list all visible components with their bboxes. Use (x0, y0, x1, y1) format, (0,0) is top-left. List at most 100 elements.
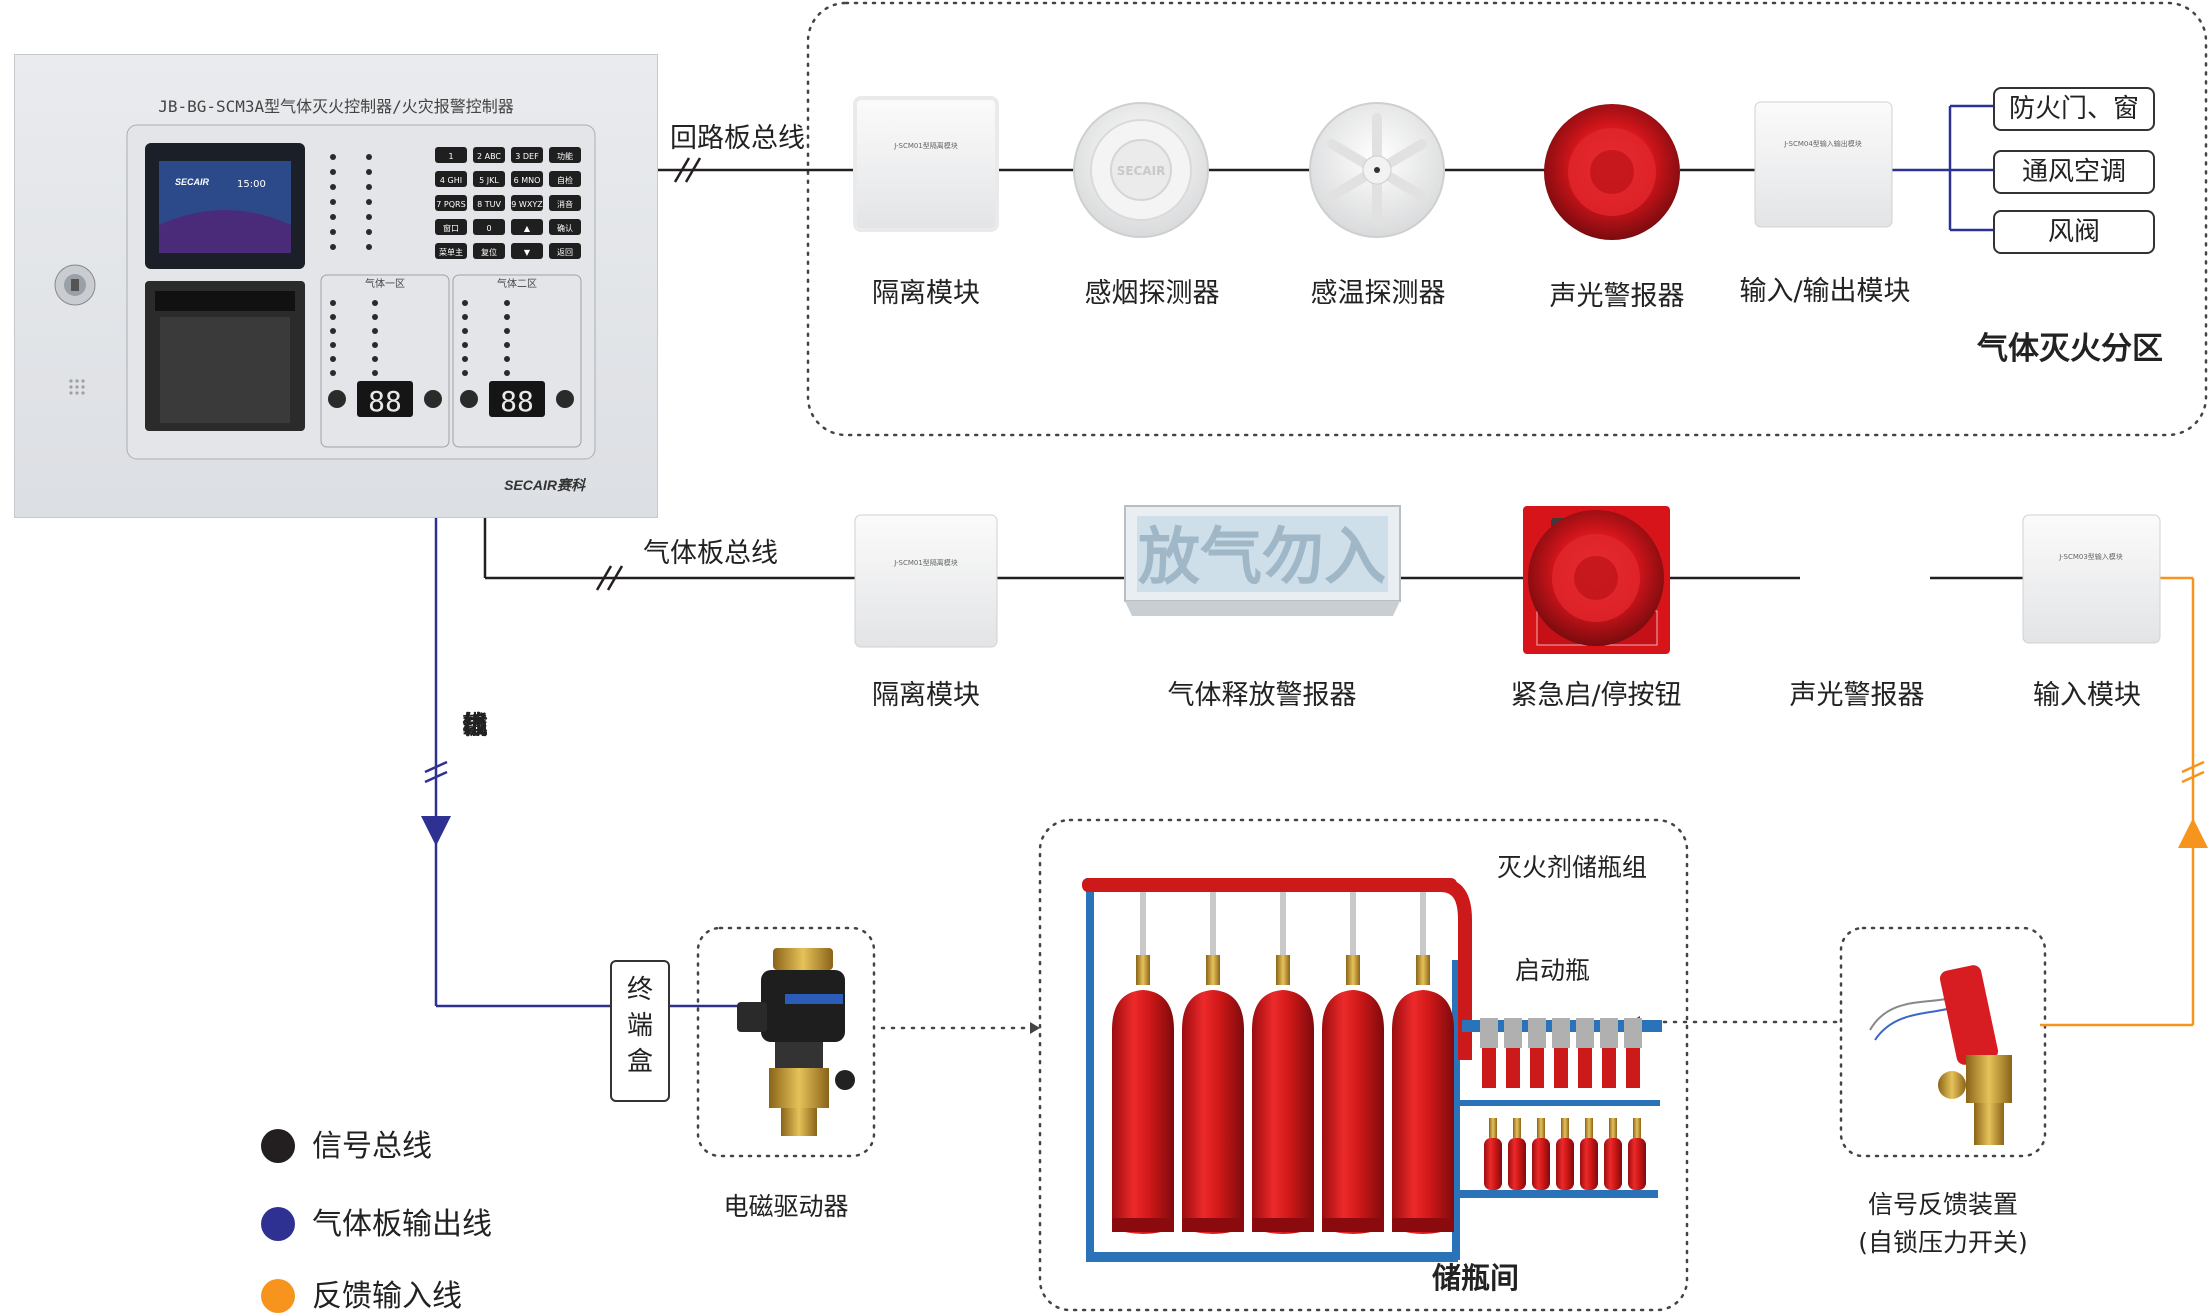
keypad-key[interactable]: 0 (473, 219, 505, 235)
keypad-key[interactable]: 1 (435, 147, 467, 163)
keypad-key-label: 9 WXYZ (511, 200, 543, 209)
indicator-led (366, 199, 372, 205)
legend-label: 气体板输出线 (312, 1207, 492, 1242)
indicator-led (366, 154, 372, 160)
isolation-module-gas: J-SCM01型隔离模块 (854, 514, 998, 648)
keypad-key[interactable]: 8 TUV (473, 195, 505, 211)
zone-led (372, 328, 378, 334)
start-bottle (1556, 1118, 1574, 1190)
zone-led (504, 342, 510, 348)
keypad-key[interactable]: ▲ (511, 219, 543, 235)
start-bottle-label: 启动瓶 (1515, 956, 1591, 985)
start-bottle (1484, 1118, 1502, 1190)
keypad-key[interactable]: 复位 (473, 243, 505, 259)
zone-led (372, 370, 378, 376)
keypad-key[interactable]: 菜单主 (435, 243, 467, 259)
gas-device-label: 输入模块 (2033, 680, 2141, 711)
feedback-label: 信号反馈装置 (1867, 1190, 2019, 1219)
keypad-key[interactable]: 消音 (549, 195, 581, 211)
indicator-led (330, 199, 336, 205)
keypad-key[interactable]: ▼ (511, 243, 543, 259)
keypad-key-label: 菜单主 (439, 247, 463, 257)
zone-led (504, 328, 510, 334)
indicator-led (330, 169, 336, 175)
keypad-key-label: ▲ (524, 224, 531, 233)
start-valve (1528, 1018, 1546, 1088)
zone-led (462, 328, 468, 334)
legend-label: 信号总线 (312, 1129, 432, 1164)
keypad-key-label: 自检 (557, 175, 573, 185)
zone-area-frame (806, 1, 2208, 437)
zone-device-label: 声光警报器 (1549, 281, 1685, 312)
smoke-detector: SECAIR (1073, 102, 1209, 238)
agent-cylinder (1322, 892, 1384, 1234)
device-text: J-SCM03型输入模块 (2058, 552, 2123, 561)
cylinder-bank (1082, 878, 1662, 1262)
keypad-key-label: 8 TUV (477, 200, 501, 209)
keypad-key[interactable]: 2 ABC (473, 147, 505, 163)
gas-release-sign: 放气勿入 (1124, 505, 1401, 616)
start-bottle (1580, 1118, 1598, 1190)
zone-led (372, 314, 378, 320)
module-label-text: J-SCM01型隔离模块 (893, 141, 958, 150)
start-valve (1504, 1018, 1522, 1088)
feedback-sublabel: (自锁压力开关) (1858, 1228, 2028, 1257)
legend-dot-gas-output (261, 1207, 295, 1241)
device-text: J-SCM01型隔离模块 (893, 558, 958, 567)
output-hvac: 通风空调 (1993, 150, 2155, 194)
indicator-led (366, 244, 372, 250)
terminal-box: 终 端 盒 (610, 960, 670, 1102)
storage-room-frame (1038, 818, 1689, 1312)
start-valve (1480, 1018, 1498, 1088)
keypad-key-label: 1 (448, 152, 453, 161)
zone-led (330, 356, 336, 362)
zone-led (462, 342, 468, 348)
keypad-key-label: 复位 (481, 247, 497, 257)
storage-room-title: 储瓶间 (1432, 1261, 1520, 1295)
zone-led (504, 370, 510, 376)
keypad-key-label: 返回 (557, 248, 573, 257)
output-damper: 风阀 (1993, 210, 2155, 254)
heat-detector (1309, 102, 1445, 238)
zone-device-label: 感烟探测器 (1084, 278, 1220, 309)
isolation-module-zone: J-SCM01型隔离模块 (853, 96, 999, 232)
keypad-key[interactable]: 4 GHI (435, 171, 467, 187)
zone-led (372, 356, 378, 362)
keypad-key[interactable]: 窗口 (435, 219, 467, 235)
indicator-led (330, 184, 336, 190)
zone-device-label: 感温探测器 (1310, 278, 1446, 309)
legend-dot-signal (261, 1129, 295, 1163)
gas-device-label: 气体释放警报器 (1167, 680, 1357, 711)
keypad-key-label: ▼ (524, 248, 531, 257)
gas-output-arrow (421, 816, 451, 846)
device-text: 88 (500, 385, 534, 418)
agent-cylinder (1252, 892, 1314, 1234)
start-valve (1552, 1018, 1570, 1088)
sign-text: 放气勿入 (1138, 520, 1386, 593)
keypad-key[interactable]: 功能 (549, 147, 581, 163)
indicator-led (330, 229, 336, 235)
zone-led (330, 300, 336, 306)
zone-led (330, 370, 336, 376)
keypad-key[interactable]: 返回 (549, 243, 581, 259)
keypad-key[interactable]: 3 DEF (511, 147, 543, 163)
keypad-key[interactable]: 7 PQRS (435, 195, 467, 211)
zone-led (372, 342, 378, 348)
controller-panel: JB-BG-SCM3A型气体灭火控制器/火灾报警控制器 SECAIR 15:00… (14, 54, 658, 518)
io-module: J-SCM04型输入输出模块 (1754, 101, 1893, 228)
controller-brand: SECAIR赛科 (504, 477, 585, 493)
zone-led (372, 300, 378, 306)
keypad-key[interactable]: 5 JKL (473, 171, 505, 187)
zone-device-label: 输入/输出模块 (1739, 276, 1911, 307)
agent-cylinder (1112, 892, 1174, 1234)
keypad-key[interactable]: 6 MNO (511, 171, 543, 187)
keypad-key-label: 5 JKL (479, 176, 499, 185)
start-valve (1600, 1018, 1618, 1088)
gas-device-label: 隔离模块 (872, 680, 980, 711)
device-text: 88 (368, 385, 402, 418)
keypad-key[interactable]: 确认 (549, 219, 581, 235)
keypad-key[interactable]: 自检 (549, 171, 581, 187)
keypad-key[interactable]: 9 WXYZ (511, 195, 543, 211)
